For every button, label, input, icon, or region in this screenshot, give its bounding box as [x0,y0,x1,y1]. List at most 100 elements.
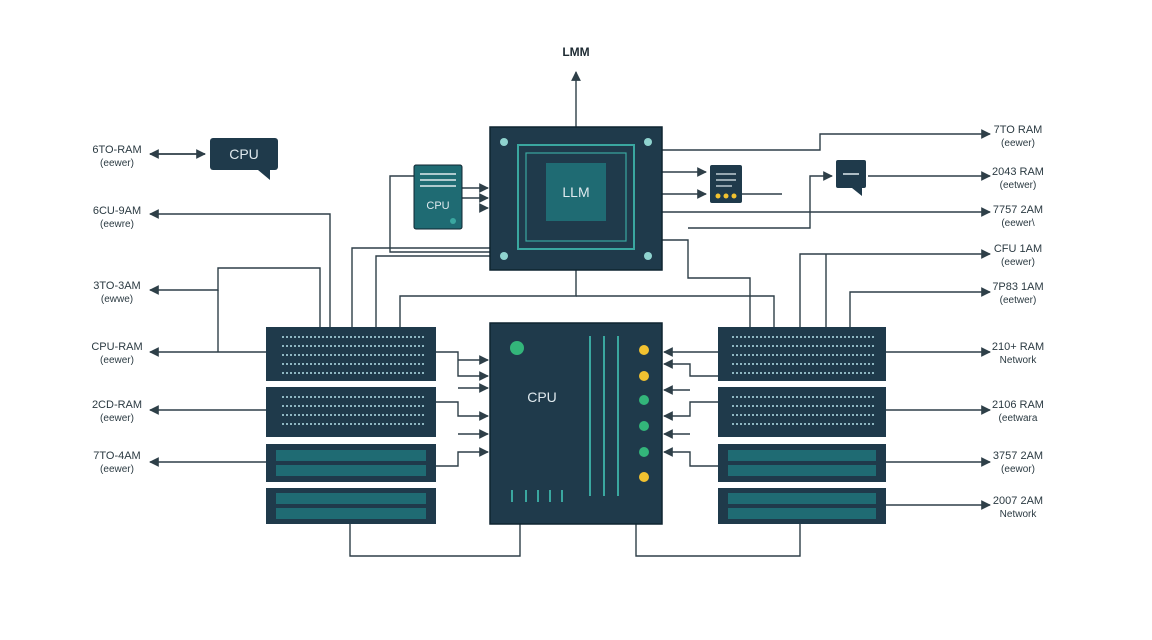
memory-cell [366,405,368,407]
memory-module-left-3[interactable] [266,444,436,482]
cpu-chip-body [489,322,663,525]
connector-chip-mod-5 [662,239,751,327]
memory-cell [314,354,316,356]
status-card-dot-1 [715,193,721,199]
memory-cell [410,414,412,416]
memory-cell [764,423,766,425]
memory-module-left-2[interactable] [266,387,436,437]
memory-cell [286,405,288,407]
cpu-chip-led-3 [639,395,649,405]
memory-module-right-2[interactable] [718,387,886,437]
memory-cell [828,345,830,347]
memory-cell [760,405,762,407]
memory-cell [418,405,420,407]
status-card[interactable] [710,165,742,203]
memory-cell [346,363,348,365]
memory-cell [872,354,874,356]
memory-cell [302,405,304,407]
memory-cell [386,345,388,347]
memory-cell [836,372,838,374]
memory-cell [844,396,846,398]
memory-cell [860,336,862,338]
memory-module-left-4[interactable] [266,488,436,524]
memory-cell [832,336,834,338]
memory-cell [772,372,774,374]
memory-cell [290,372,292,374]
memory-cell [788,336,790,338]
memory-cell [402,363,404,365]
right-label-2-sub: (eetwer) [1000,180,1037,191]
memory-cell [780,354,782,356]
memory-cell [844,363,846,365]
memory-cell [868,372,870,374]
memory-cell [844,345,846,347]
memory-cell [836,354,838,356]
memory-cell [784,336,786,338]
memory-cell [868,345,870,347]
memory-cell [744,396,746,398]
memory-cell [346,414,348,416]
memory-cell [314,345,316,347]
main-chip[interactable]: LLM [489,126,663,271]
memory-cell [840,414,842,416]
memory-cell [342,354,344,356]
cpu-chip-status-led [510,341,524,355]
memory-cell [792,405,794,407]
memory-cell [776,396,778,398]
memory-cell [812,372,814,374]
right-label-6-sub: Network [1000,355,1038,366]
memory-cell [306,372,308,374]
memory-cell [788,363,790,365]
memory-cell [796,354,798,356]
tag-chip[interactable] [836,160,866,196]
memory-cell [804,405,806,407]
memory-cell [330,396,332,398]
memory-cell [354,372,356,374]
memory-module-right-4[interactable] [718,488,886,524]
memory-module-right-1[interactable] [718,327,886,381]
memory-cell [382,345,384,347]
memory-cell [808,423,810,425]
memory-cell [366,354,368,356]
memory-cell [374,372,376,374]
memory-module-left-1[interactable] [266,327,436,381]
memory-cell [318,336,320,338]
memory-cell [772,405,774,407]
memory-cell [322,363,324,365]
left-memory-stack [266,327,436,524]
memory-cell [398,345,400,347]
memory-cell [354,396,356,398]
memory-cell [358,363,360,365]
memory-module-left-3-bar-2 [276,465,426,476]
memory-cell [848,414,850,416]
memory-cell [394,414,396,416]
memory-cell [290,363,292,365]
memory-cell [370,414,372,416]
memory-cell [394,345,396,347]
memory-cell [776,345,778,347]
connector-right-1 [662,129,991,151]
right-label-7-name: 2106 RAM [992,399,1044,411]
right-label-3-name: 7757 2AM [993,204,1043,216]
cpu-chip-led-6 [639,472,649,482]
memory-cell [286,363,288,365]
memory-cell [410,396,412,398]
memory-cell [784,405,786,407]
memory-cell [330,423,332,425]
memory-cell [350,363,352,365]
cpu-chip[interactable]: CPU [489,322,663,525]
memory-cell [748,336,750,338]
memory-cell [792,354,794,356]
memory-cell [752,336,754,338]
memory-cell [792,423,794,425]
memory-cell [788,405,790,407]
memory-cell [358,354,360,356]
memory-cell [418,396,420,398]
memory-cell [378,423,380,425]
memory-module-right-3[interactable] [718,444,886,482]
doc-card[interactable]: CPU [413,164,463,230]
cpu-callout[interactable]: CPU [210,138,278,180]
memory-cell [406,363,408,365]
memory-cell [828,336,830,338]
memory-cell [370,396,372,398]
